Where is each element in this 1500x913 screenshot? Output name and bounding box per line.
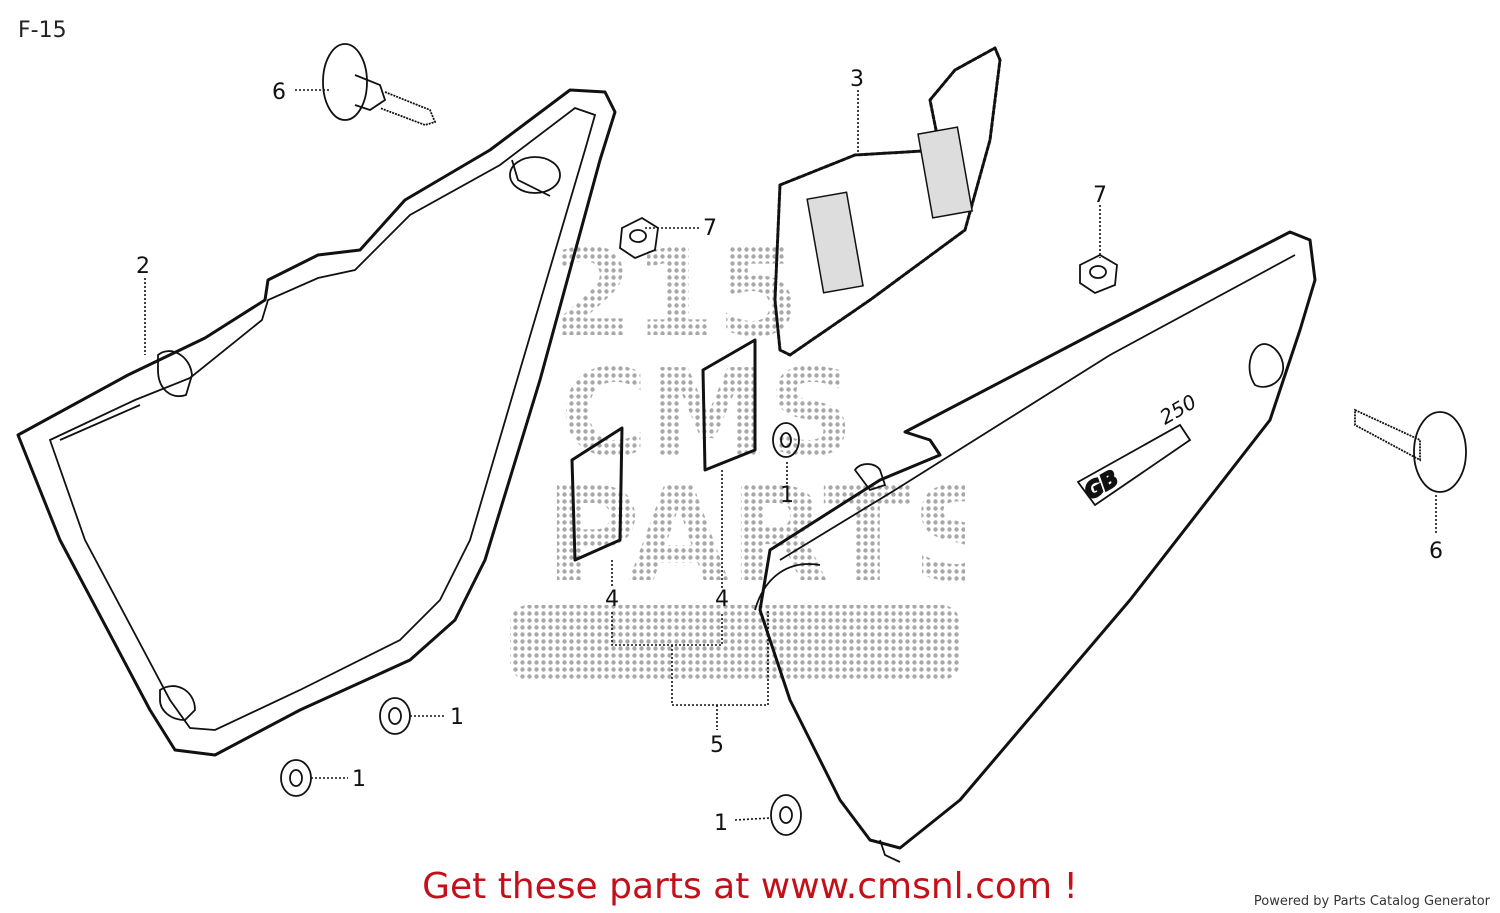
shop-link-banner[interactable]: Get these parts at www.cmsnl.com ! xyxy=(422,866,1078,907)
grommet-4 xyxy=(772,422,800,458)
pad-pair xyxy=(570,338,757,562)
callout-1-bottom: 1 xyxy=(714,811,728,836)
callout-2: 2 xyxy=(136,254,150,279)
callout-6-right: 6 xyxy=(1429,539,1443,564)
callout-6-left: 6 xyxy=(272,80,286,105)
svg-text:215: 215 xyxy=(550,225,801,364)
callout-4-right: 4 xyxy=(715,587,729,612)
knob-screw-right xyxy=(1354,408,1467,493)
left-side-cover xyxy=(16,88,617,757)
leader-lines xyxy=(144,89,1437,821)
svg-text:PARTS: PARTS xyxy=(545,459,965,611)
caution-label-sheet xyxy=(773,46,1002,357)
nut-right xyxy=(1079,253,1118,295)
page-title: F-15 xyxy=(18,18,67,43)
gb250-emblem: GB 250 xyxy=(1076,389,1201,507)
callout-1-center: 1 xyxy=(780,483,794,508)
svg-text:250: 250 xyxy=(1156,389,1201,429)
callout-5: 5 xyxy=(710,733,724,758)
grommet-3 xyxy=(770,794,802,836)
right-side-cover: GB 250 xyxy=(754,230,1317,863)
grommet-2 xyxy=(280,759,312,797)
svg-text:GB: GB xyxy=(1081,466,1124,505)
nut-left xyxy=(619,216,659,260)
callout-1-lower-left: 1 xyxy=(352,767,366,792)
callout-1-upper-left: 1 xyxy=(450,705,464,730)
knob-screw-left xyxy=(322,43,437,126)
callout-4-left: 4 xyxy=(605,587,619,612)
callout-3: 3 xyxy=(850,67,864,92)
watermark-logo: 215 CMS PARTS xyxy=(510,225,965,680)
callout-7-left: 7 xyxy=(703,216,717,241)
grommet-1 xyxy=(379,697,411,735)
powered-by-credit: Powered by Parts Catalog Generator xyxy=(1253,894,1490,909)
callout-7-right: 7 xyxy=(1093,183,1107,208)
